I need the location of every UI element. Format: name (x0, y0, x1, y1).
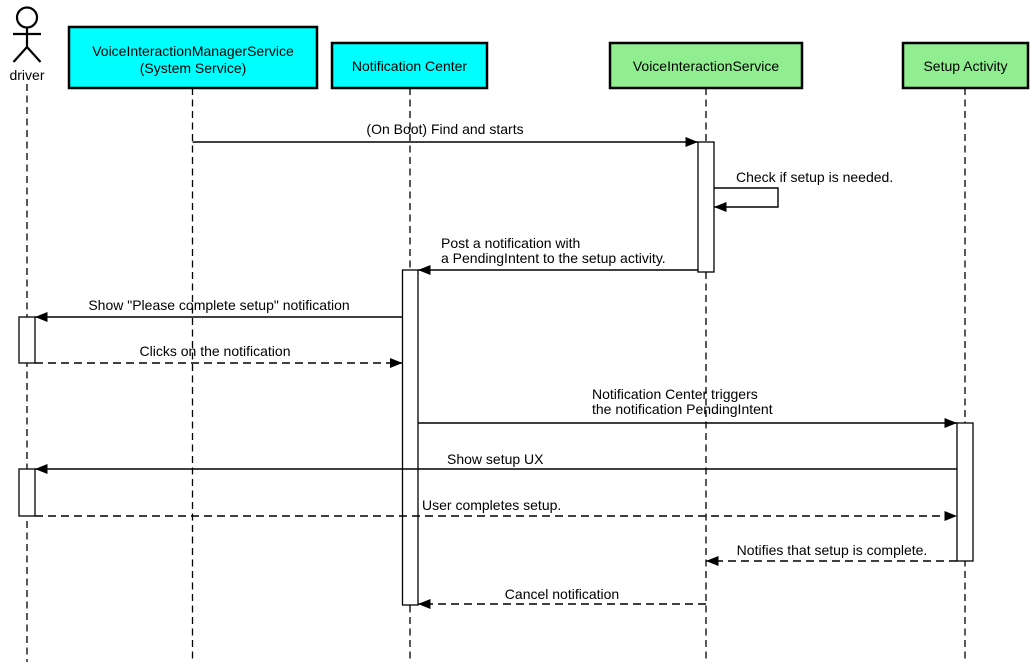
participant-box-setup-activity (901, 41, 1030, 90)
actor-right-leg (26, 46, 42, 63)
message-label-show-setup-ux: Show setup UX (447, 451, 544, 467)
participant-box-voiceinteractionservice (608, 41, 804, 90)
actor-head (15, 6, 39, 29)
message-label-find-and-starts: (On Boot) Find and starts (366, 121, 523, 137)
participant-box-notification-center (330, 41, 489, 90)
participant-label-voiceinteractionservice: VoiceInteractionService (633, 58, 780, 74)
actor-left-leg (12, 46, 28, 63)
message-label-triggers-pendingintent-line2: the notification PendingIntent (592, 401, 773, 417)
message-arrow-check-if-setup-needed (714, 187, 779, 212)
participant-label-notification-center: Notification Center (352, 58, 468, 74)
message-label-triggers-pendingintent-line1: Notification Center triggers (592, 386, 758, 402)
participant-box-voiceinteractionmanagerservice (67, 25, 319, 90)
participant-label-voiceinteractionmanagerservice-line2: (System Service) (140, 60, 247, 76)
message-label-show-complete-setup-notification: Show "Please complete setup" notificatio… (88, 297, 349, 313)
participant-label-setup-activity: Setup Activity (923, 58, 1007, 74)
message-label-post-notification-line1: Post a notification with (441, 235, 580, 251)
activation-bar-voiceinteractionservice (697, 141, 715, 273)
message-label-post-notification-line2: a PendingIntent to the setup activity. (441, 250, 666, 266)
message-label-notifies-setup-complete: Notifies that setup is complete. (737, 542, 928, 558)
activation-bar-driver-2 (18, 468, 36, 517)
activation-bar-notification-center (401, 269, 419, 606)
message-label-check-if-setup-needed: Check if setup is needed. (736, 169, 893, 185)
activation-bar-driver-1 (18, 316, 36, 364)
activation-bar-setup-activity (956, 422, 974, 562)
driver-actor-icon (12, 6, 42, 63)
participant-label-driver: driver (9, 67, 44, 83)
message-label-clicks-notification: Clicks on the notification (140, 343, 291, 359)
participant-label-voiceinteractionmanagerservice-line1: VoiceInteractionManagerService (92, 43, 294, 59)
message-label-user-completes-setup: User completes setup. (422, 497, 561, 513)
message-label-cancel-notification: Cancel notification (505, 586, 619, 602)
